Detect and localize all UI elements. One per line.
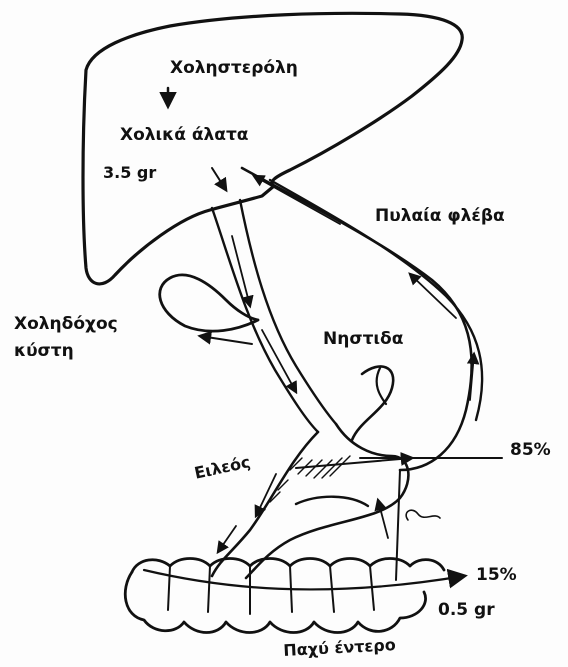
gallbladder-arrow xyxy=(200,336,252,344)
excretion-arrow xyxy=(144,570,464,589)
liver-outline xyxy=(83,13,462,284)
reabsorption-arrow xyxy=(296,458,412,468)
bile-duct-left xyxy=(212,208,318,432)
excreted-percent-label: 15% xyxy=(476,567,517,584)
portal-vein-label: Πυλαία φλέβα xyxy=(375,208,505,225)
reabsorbed-percent-label: 85% xyxy=(510,442,551,459)
cholesterol-label: Χοληστερόλη xyxy=(170,60,298,77)
large-intestine-folds xyxy=(168,566,374,614)
annotation-scribble xyxy=(406,510,440,520)
bile-salts-arrow xyxy=(212,168,226,190)
portal-vein-arrow-upper xyxy=(254,176,340,224)
bile-salts-label: Χολικά άλατα xyxy=(120,127,249,144)
ileum-outline-left xyxy=(212,432,318,576)
jejunum-stub xyxy=(377,368,386,404)
excreted-amount-label: 0.5 gr xyxy=(438,602,495,619)
portal-return-arrow xyxy=(378,500,388,538)
gallbladder-label-line2: κύστη xyxy=(14,343,74,360)
ileum-loop xyxy=(296,497,368,506)
jejunum-outline xyxy=(352,366,393,440)
gallbladder-label-line1: Χοληδόχος xyxy=(14,316,118,333)
jejunum-label: Νηστιδα xyxy=(323,331,403,348)
bile-duct-flow-arrow-lower xyxy=(262,330,296,392)
liver-amount-label: 3.5 gr xyxy=(103,165,156,181)
portal-return-line xyxy=(396,470,400,580)
